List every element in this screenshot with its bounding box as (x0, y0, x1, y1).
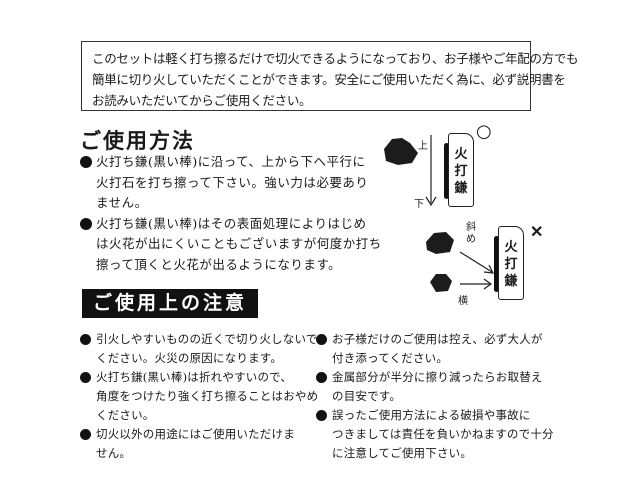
label-char: 斜 (466, 222, 476, 233)
striker-metal-strip (494, 236, 499, 292)
horizontal-arrow-icon (460, 278, 493, 290)
caution-item-line: に注意してご使用下さい。 (332, 446, 473, 460)
tool-label-char: 鎌 (504, 274, 518, 289)
caution-item-line: 付き添ってください。 (332, 351, 449, 365)
tool-label-char: 火 (504, 240, 518, 255)
flint-stone-horizontal-icon (430, 274, 452, 292)
caution-item-line: 角度をつけたり強く打ち擦ることはおやめ (96, 389, 319, 403)
intro-notice-box: このセットは軽く打ち擦るだけで切火できるようになっており、お子様やご年配の方でも… (81, 41, 579, 111)
label-down: 下 (414, 199, 424, 210)
tool-label-char: 鎌 (454, 181, 468, 196)
caution-item: 切火以外の用途にはご使用いただけま せん。 (80, 425, 310, 463)
usage-item: 火打ち鎌(黒い棒)に沿って、上から下へ平行に 火打石を打ち擦って下さい。強い力は… (80, 152, 375, 214)
label-up: 上 (418, 141, 428, 152)
label-horizontal: 横 (458, 296, 468, 307)
usage-item-line: 火打ち鎌(黒い棒)はその表面処理によりはじめ (96, 215, 367, 231)
usage-item-line: 火打ち鎌(黒い棒)に沿って、上から下へ平行に (96, 154, 366, 169)
caution-item: 金属部分が半分に擦り減ったらお取替え の目安です。 (316, 368, 556, 406)
caution-item: お子様だけのご使用は控え、必ず大人が 付き添ってください。 (316, 330, 556, 368)
usage-item-line: は火花が出にくいこともございますが何度か打ち (96, 236, 382, 251)
striker-metal-strip (444, 143, 449, 199)
caution-item-line: 誤ったご使用方法による破損や事故に (332, 408, 531, 422)
flint-stone-icon (384, 138, 418, 165)
incorrect-mark-icon: ✕ (530, 222, 544, 241)
incorrect-usage-figure: 斜 め 横 火 打 鎌 ✕ (420, 220, 550, 310)
correct-mark-icon: ○ (476, 121, 492, 142)
tool-label-char: 打 (454, 164, 468, 179)
tool-label-char: 火 (454, 147, 468, 162)
diagonal-arrow-icon (459, 251, 495, 274)
usage-item-line: ません。 (96, 195, 148, 210)
intro-line: このセットは軽く打ち擦るだけで切火できるようになっており、お子様やご年配の方でも (92, 51, 579, 66)
usage-instructions: 火打ち鎌(黒い棒)に沿って、上から下へ平行に 火打石を打ち擦って下さい。強い力は… (80, 152, 382, 276)
caution-item-line: の目安です。 (332, 389, 402, 403)
caution-list-right: お子様だけのご使用は控え、必ず大人が 付き添ってください。 金属部分が半分に擦り… (316, 330, 556, 463)
caution-item-line: お子様だけのご使用は控え、必ず大人が (332, 332, 543, 346)
caution-heading: ご使用上の注意 (82, 289, 258, 318)
usage-heading: ご使用方法 (80, 128, 195, 153)
intro-line: 簡単に切り火していただくことができます。安全にご使用いただく為に、必ず説明書を (92, 72, 566, 87)
caution-item-line: 金属部分が半分に擦り減ったらお取替え (332, 370, 543, 384)
caution-item-line: せん。 (96, 446, 132, 460)
usage-item-line: 擦って頂くと火花が出るようになります。 (96, 256, 342, 272)
caution-list-left: 引火しやすいものの近くで切り火しないで ください。火災の原因になります。 火打ち… (80, 330, 319, 463)
label-char: め (466, 234, 476, 245)
flint-stone-diagonal-icon (426, 232, 454, 254)
caution-item: 火打ち鎌(黒い棒)は折れやすいので、 角度をつけたり強く打ち擦ることはおやめ く… (80, 368, 319, 425)
caution-item-line: ください。火災の原因になります。 (96, 351, 283, 365)
intro-line: お読みいただいてからご使用ください。 (92, 93, 312, 108)
caution-item: 誤ったご使用方法による破損や事故に つきましては責任を負いかねますので十分 に注… (316, 406, 556, 463)
caution-item-line: 火打ち鎌(黒い棒)は折れやすいので、 (96, 370, 293, 384)
caution-item: 引火しやすいものの近くで切り火しないで ください。火災の原因になります。 (80, 330, 318, 368)
down-arrow-icon (425, 135, 437, 207)
fire-striker-tool: 火 打 鎌 (448, 133, 474, 207)
correct-usage-figure: 上 下 火 打 鎌 ○ (380, 121, 500, 210)
caution-item-line: 引火しやすいものの近くで切り火しないで (96, 332, 318, 346)
usage-item: 火打ち鎌(黒い棒)はその表面処理によりはじめ は火花が出にくいこともございますが… (80, 214, 382, 276)
caution-item-line: つきましては責任を負いかねますので十分 (332, 427, 554, 441)
label-diagonal: 斜 め (466, 222, 476, 246)
fire-striker-tool: 火 打 鎌 (498, 226, 524, 300)
tool-label-char: 打 (504, 257, 518, 272)
usage-item-line: 火打石を打ち擦って下さい。強い力は必要あり (96, 174, 369, 190)
caution-item-line: 切火以外の用途にはご使用いただけま (96, 427, 295, 441)
caution-item-line: ください。 (96, 408, 155, 422)
